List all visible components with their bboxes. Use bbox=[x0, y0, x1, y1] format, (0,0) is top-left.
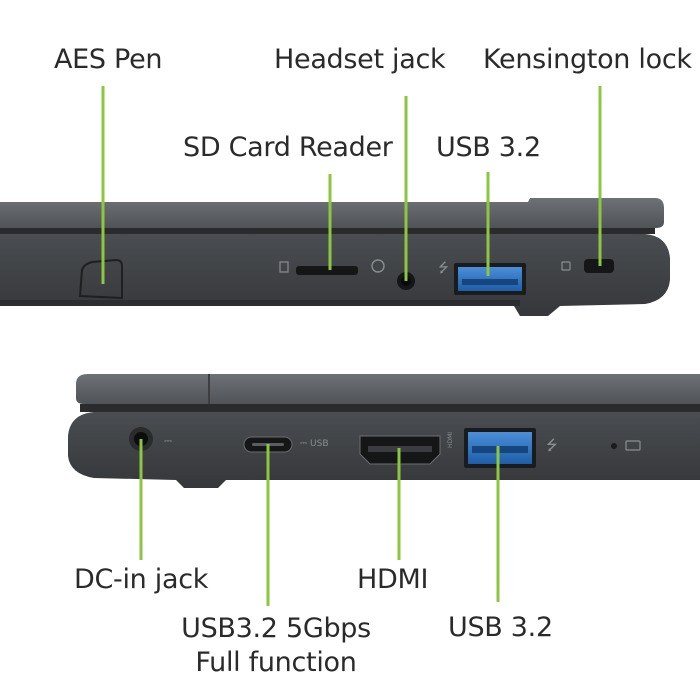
label-aes-pen: AES Pen bbox=[54, 44, 163, 75]
label-usb-c-line2: Full function bbox=[195, 647, 357, 678]
bottom-laptop-side: ⎓ ⎓ USB HDMI ⭍ bbox=[68, 374, 700, 488]
callout-lines bbox=[101, 86, 602, 606]
status-led bbox=[611, 443, 617, 449]
usb-icon-bottom: ⭍ bbox=[546, 438, 558, 454]
label-usb-3-2-bottom: USB 3.2 bbox=[448, 612, 553, 643]
label-hdmi: HDMI bbox=[357, 564, 429, 595]
top-lid bbox=[0, 198, 664, 228]
label-usb-c-5gbps: USB3.2 5Gbps Full function bbox=[181, 612, 371, 680]
top-seam bbox=[0, 228, 655, 234]
headset-icon bbox=[371, 259, 385, 273]
sd-slot bbox=[296, 266, 358, 275]
pen-slot-icon bbox=[78, 258, 123, 300]
top-bottom-edge bbox=[0, 300, 520, 306]
dc-power-icon: ⎓ bbox=[164, 436, 172, 447]
label-headset-jack: Headset jack bbox=[274, 44, 446, 75]
hdmi-icon: HDMI bbox=[447, 432, 454, 448]
label-usb-c-line1: USB3.2 5Gbps bbox=[181, 613, 371, 644]
label-usb-3-2-top: USB 3.2 bbox=[436, 132, 541, 163]
label-sd-card-reader: SD Card Reader bbox=[183, 132, 393, 163]
usb-c-icon: ⎓ USB bbox=[300, 439, 329, 449]
label-dc-in-jack: DC-in jack bbox=[74, 564, 209, 595]
sd-card-icon bbox=[279, 261, 289, 273]
battery-icon bbox=[625, 440, 641, 451]
bottom-seam bbox=[80, 404, 700, 412]
bottom-lid bbox=[76, 374, 700, 404]
usb-icon: ⭍ bbox=[438, 261, 449, 276]
label-kensington-lock: Kensington lock bbox=[483, 44, 692, 75]
lock-icon bbox=[561, 261, 571, 271]
top-laptop-side: ⭍ bbox=[0, 198, 670, 316]
